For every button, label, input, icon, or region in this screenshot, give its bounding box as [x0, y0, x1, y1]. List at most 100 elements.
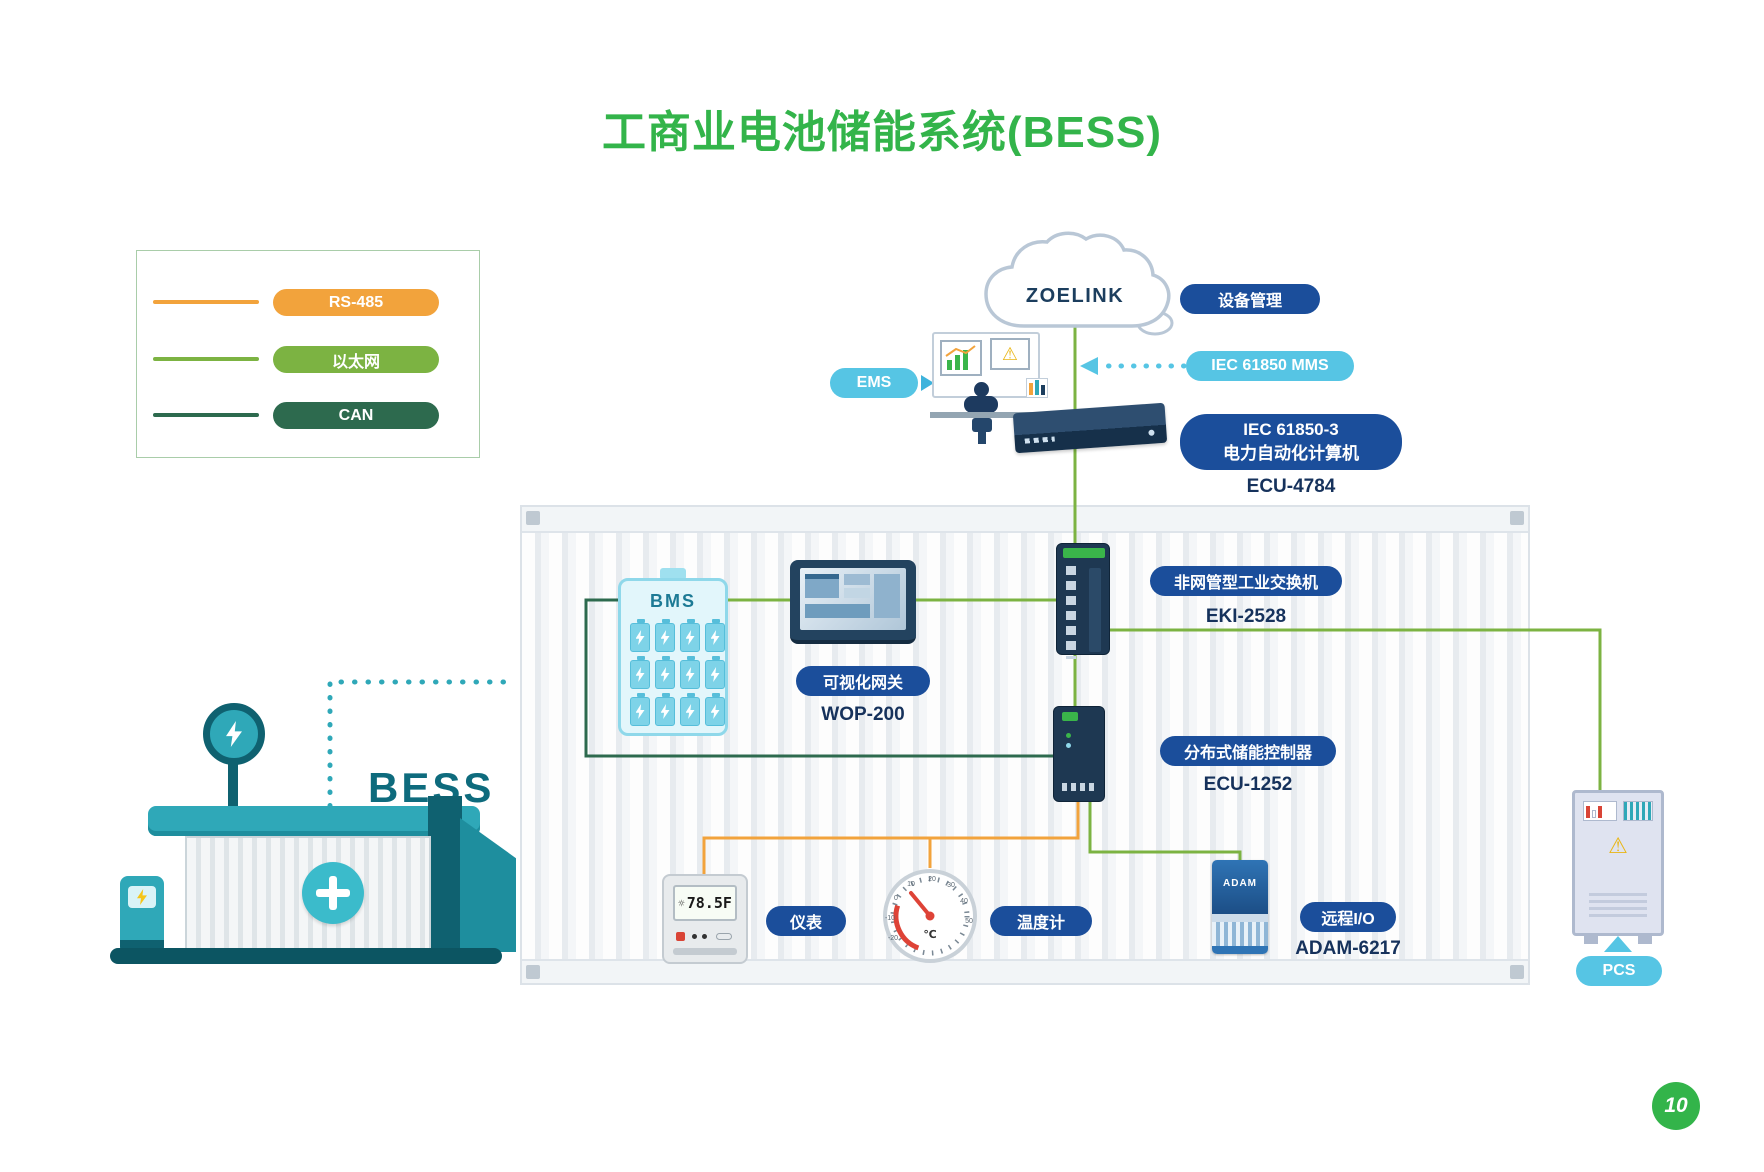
- pcs-indicator-panel: [1623, 801, 1653, 821]
- adam-terminals: [1212, 922, 1268, 946]
- ems-pill: EMS: [830, 368, 918, 398]
- wire-ethernet-switch-to-pcs: [1108, 628, 1602, 794]
- switch-pill: 非网管型工业交换机: [1150, 566, 1342, 596]
- charger-screen: [128, 886, 156, 908]
- ems-arrowhead-icon: [921, 375, 934, 391]
- gauge-unit: ℃: [923, 929, 936, 941]
- cloud-label: ZOELINK: [1026, 285, 1124, 307]
- meter-pill: 仪表: [766, 906, 846, 936]
- switch-eki2528: [1056, 543, 1110, 659]
- meter-reading: 78.5F: [686, 894, 732, 912]
- battery-bolt-icon: [635, 704, 645, 719]
- legend-label-can: CAN: [273, 402, 439, 429]
- battery-cell: [705, 693, 725, 726]
- battery-bolt-icon: [685, 704, 695, 719]
- pcs-leg: [1638, 934, 1652, 944]
- eki2528-name: EKI-2528: [1205, 606, 1287, 627]
- server-led-icon: [1148, 429, 1155, 436]
- adam6217-module: ADAM: [1212, 860, 1268, 954]
- gauge-bolt-icon: [226, 721, 242, 747]
- iec-mms-pill: IEC 61850 MMS: [1186, 351, 1354, 381]
- bms-pack: BMS: [618, 578, 728, 736]
- battery-cell: [705, 619, 725, 652]
- server-ports: [1024, 436, 1055, 444]
- ecu1252-connector: [1062, 712, 1078, 721]
- bess-ground: [110, 948, 502, 964]
- adam-face: ADAM: [1212, 860, 1268, 914]
- battery-bolt-icon: [710, 667, 720, 682]
- gauge-number: 50: [965, 918, 973, 925]
- battery-cell: [630, 656, 650, 689]
- meter-mode-icon: ☼: [678, 896, 685, 910]
- bess-gauge-icon: [203, 703, 265, 765]
- charger-base: [120, 940, 164, 950]
- chair: [972, 418, 992, 432]
- ecu1252-led-icon: [1066, 743, 1071, 748]
- battery-cell: [680, 619, 700, 652]
- monitor-chart-icon: [940, 340, 982, 376]
- battery-cell: [655, 656, 675, 689]
- bess-roof: [148, 806, 480, 836]
- container-corner: [526, 511, 540, 525]
- container-corner: [1510, 511, 1524, 525]
- thermometer-gauge: -20 -10 0 10 20 30 40 50 ℃: [883, 869, 977, 963]
- chair-pole: [978, 432, 986, 444]
- battery-bolt-icon: [710, 630, 720, 645]
- wire-can-bms-to-ecu1252: [584, 598, 1053, 758]
- adam-stripe: [1212, 914, 1268, 922]
- pcs-leg: [1584, 934, 1598, 944]
- battery-bolt-icon: [635, 667, 645, 682]
- charging-station: [120, 876, 164, 950]
- wop-screen: [800, 568, 906, 630]
- legend: RS-485 以太网 CAN: [136, 250, 480, 458]
- device-management-pill: 设备管理: [1180, 284, 1320, 314]
- gauge-number: 0: [894, 895, 898, 902]
- wop200-name: WOP-200: [821, 704, 905, 725]
- bms-terminal: [660, 568, 686, 580]
- wire-ethernet-ecu1252-to-adam: [1088, 800, 1242, 864]
- gauge-number: 20: [928, 876, 936, 883]
- meter-lcd: ☼ 78.5F: [673, 885, 737, 921]
- battery-cell: [655, 693, 675, 726]
- battery-bolt-icon: [660, 630, 670, 645]
- controller-pill: 分布式储能控制器: [1160, 736, 1336, 766]
- battery-bolt-icon: [660, 667, 670, 682]
- switch-ports: [1066, 566, 1076, 659]
- legend-label-ethernet: 以太网: [273, 346, 439, 373]
- legend-label-rs485: RS-485: [273, 289, 439, 316]
- iec-computer-badge: IEC 61850-3 电力自动化计算机: [1180, 414, 1402, 470]
- ems-workstation-illustration: ⚠: [930, 332, 1050, 448]
- gauge-number: -10: [885, 915, 895, 922]
- cloud-icon: ZOELINK: [984, 231, 1174, 336]
- pcs-indicator-panel: [1583, 801, 1617, 821]
- pcs-warning-icon: ⚠: [1608, 833, 1628, 858]
- wop-window: [805, 574, 839, 598]
- wop-window: [844, 574, 870, 585]
- adam6217-name: ADAM-6217: [1295, 938, 1401, 959]
- ecu4784-name: ECU-4784: [1246, 476, 1336, 497]
- iec-computer-line2: 电力自动化计算机: [1223, 444, 1359, 463]
- meter-oval-button: [716, 933, 732, 940]
- person-body: [964, 396, 998, 413]
- charger-bolt-icon: [137, 889, 147, 905]
- shelf-icon: [1026, 378, 1048, 398]
- bms-cells: [630, 619, 725, 726]
- battery-bolt-icon: [635, 630, 645, 645]
- gauge-number: -20: [888, 935, 898, 942]
- legend-line-ethernet: [153, 357, 259, 361]
- iec-computer-line1: IEC 61850-3: [1243, 420, 1339, 440]
- gauge-number: 30: [947, 882, 955, 889]
- ecu1252-terminals: [1062, 783, 1098, 791]
- pcs-pill: PCS: [1576, 956, 1662, 986]
- battery-bolt-icon: [660, 704, 670, 719]
- remote-io-pill: 远程I/O: [1300, 902, 1396, 932]
- page-number-badge: 10: [1652, 1082, 1700, 1130]
- battery-bolt-icon: [710, 704, 720, 719]
- battery-cell: [705, 656, 725, 689]
- wop-window: [874, 574, 900, 618]
- container-top-rail: [522, 507, 1528, 533]
- adam-base: [1212, 946, 1268, 954]
- battery-cell: [655, 619, 675, 652]
- bess-gauge-pole: [228, 762, 238, 808]
- battery-bolt-icon: [685, 630, 695, 645]
